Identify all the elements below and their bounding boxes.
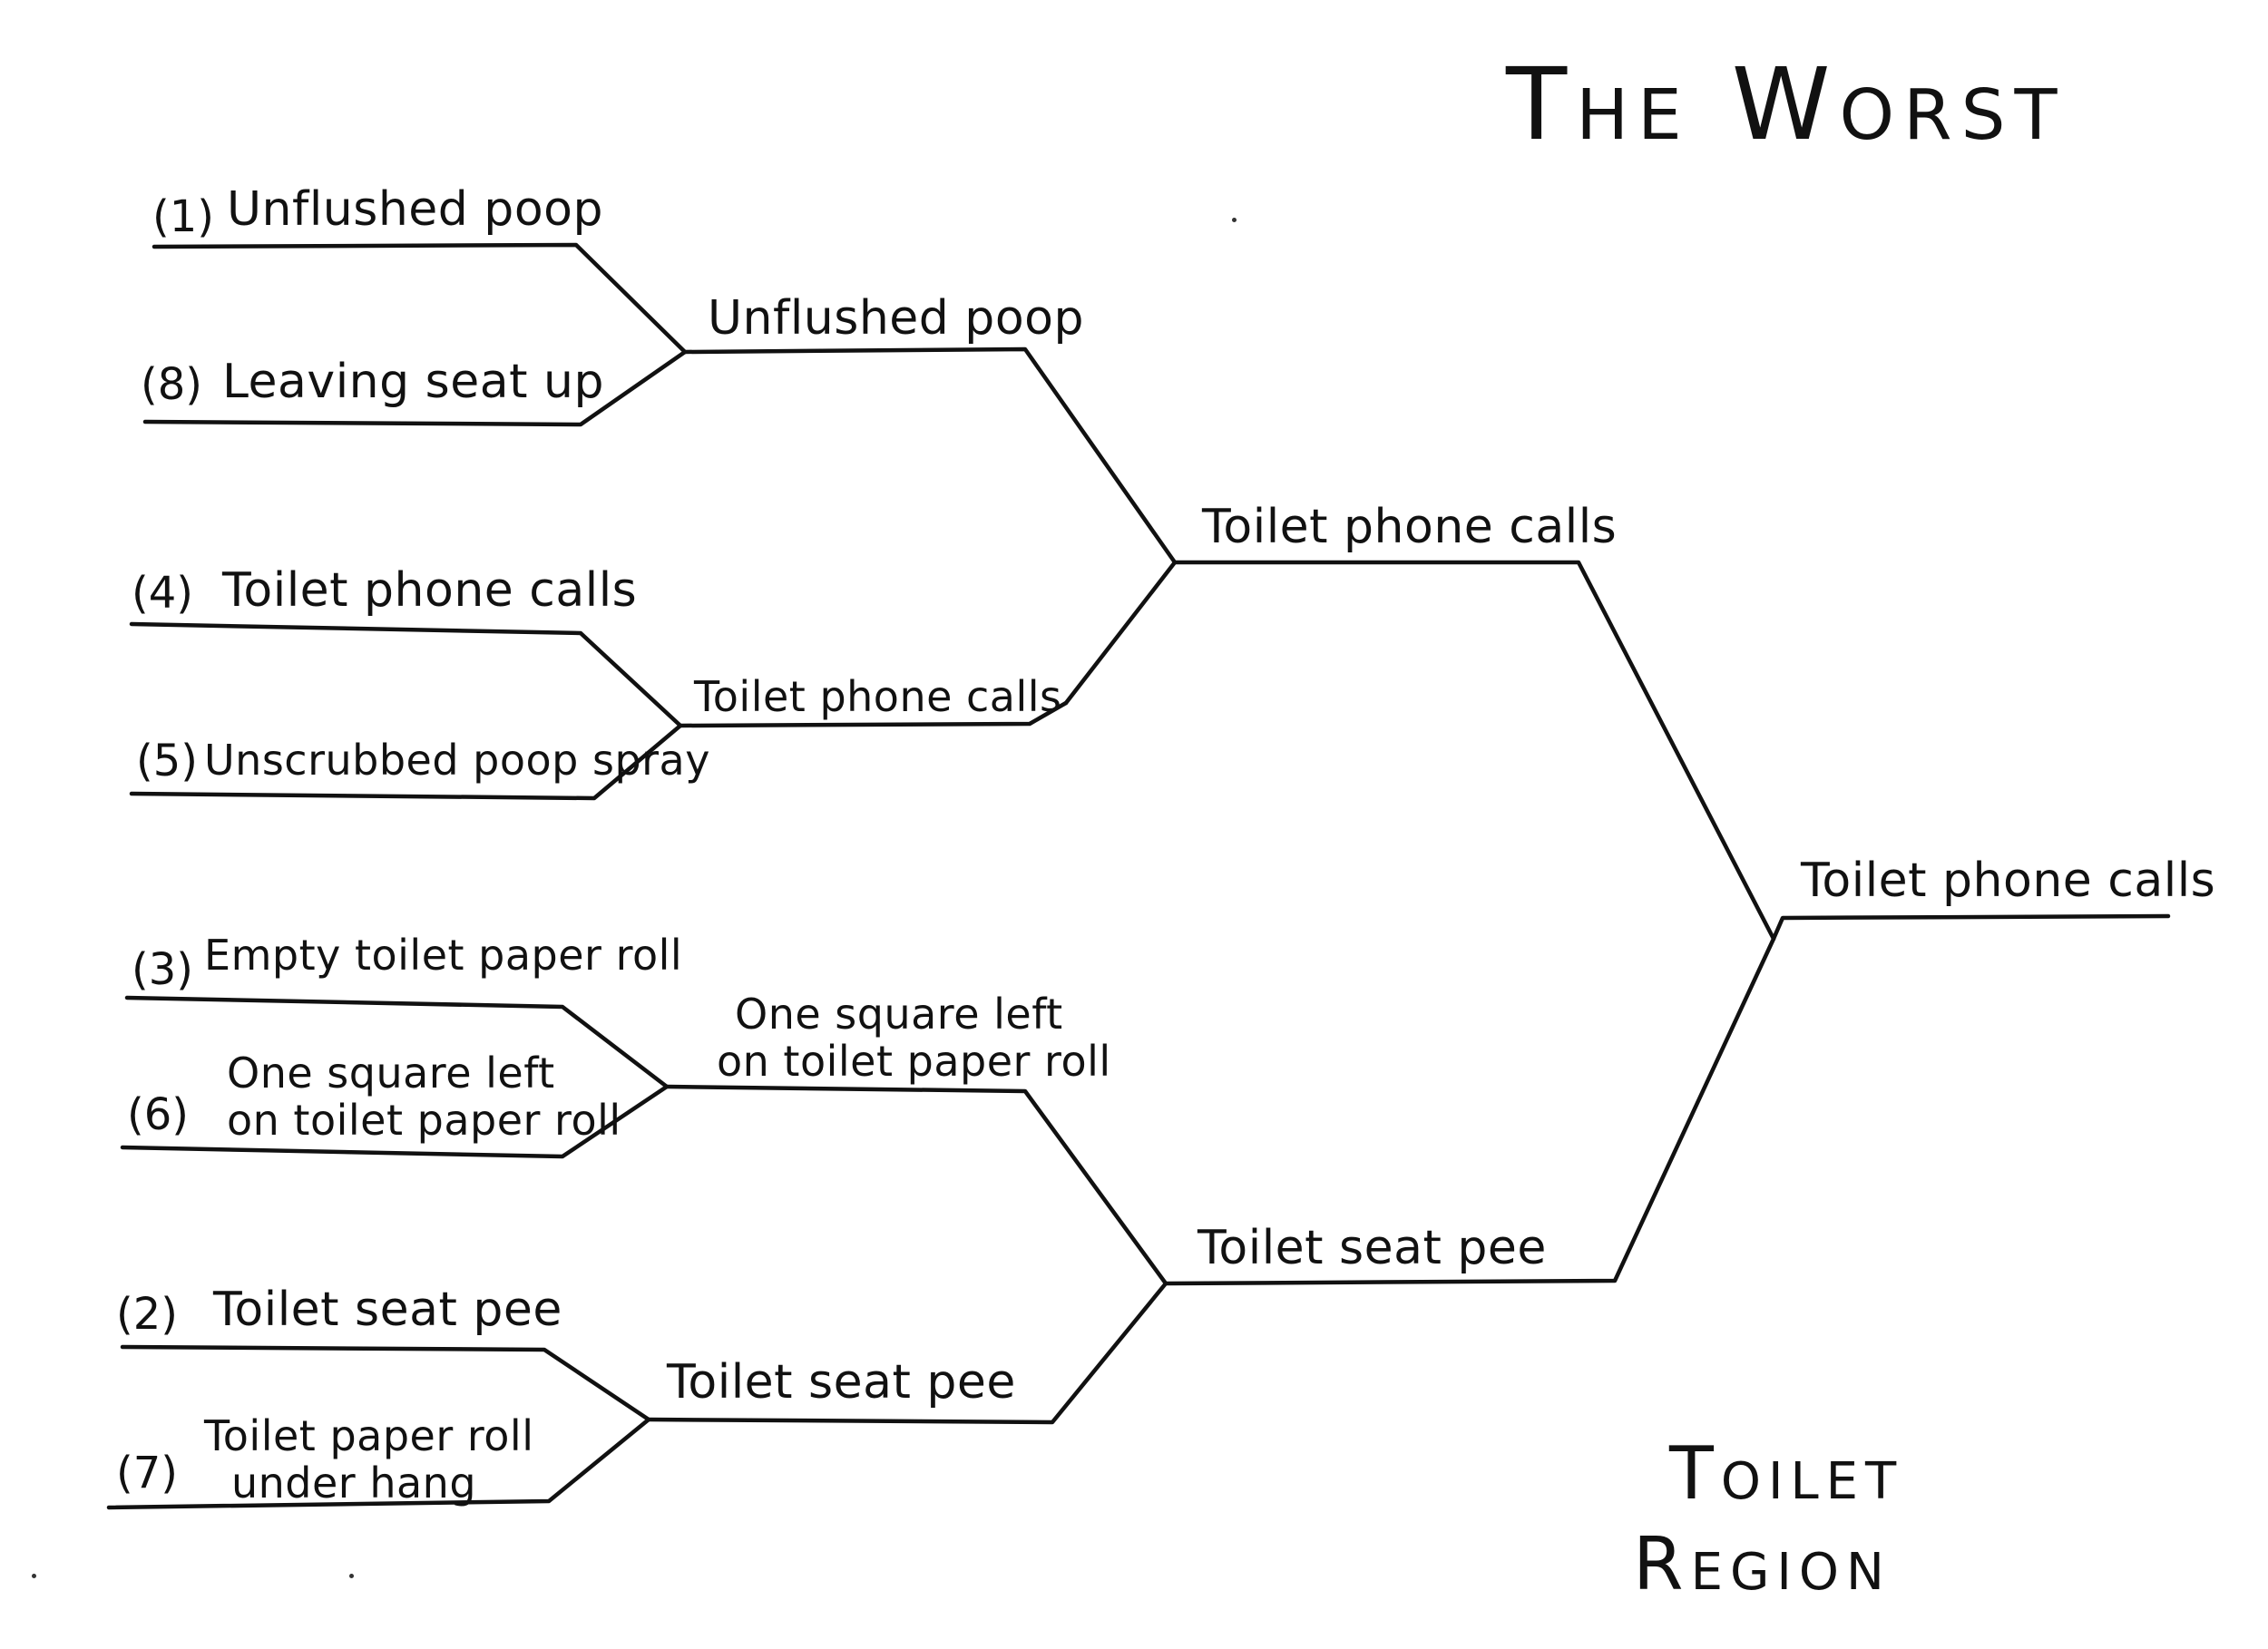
bracket-line-winner [1771,913,2171,942]
bracket-line-r1-slot1 [152,242,688,355]
r2-team-3-line2: on toilet paper roll [717,1037,1111,1086]
region-label-line2: Region [1633,1522,1892,1606]
r3-team-1: Toilet phone calls [1202,500,1618,554]
r1-team-7-line1: Toilet paper roll [204,1411,534,1460]
bracket-line-r2-connector-top [1063,560,1178,706]
bracket-line-r1-slot2 [142,349,688,427]
bracket-line-r2-slot1 [682,346,1178,565]
bracket-line-r2-slot3 [664,1084,1168,1286]
seed-4: (4) [132,568,193,619]
bracket-line-r3-slot2 [1163,936,1776,1286]
r3-team-2: Toilet seat pee [1198,1221,1547,1275]
r1-team-3: Empty toilet paper roll [204,931,683,980]
r1-team-5: Unscrubbed poop spray [204,736,710,785]
r2-team-2: Toilet phone calls [694,672,1062,721]
r1-team-4: Toilet phone calls [222,563,638,618]
seed-7: (7) [116,1448,178,1498]
seed-3: (3) [132,944,193,995]
r2-team-3-line1: One square left [735,990,1063,1039]
r1-team-2: Toilet seat pee [213,1283,562,1337]
winner-team: Toilet phone calls [1801,854,2216,908]
bracket-line-r1-slot4 [129,723,683,801]
bracket-line-r1-slot6 [120,1084,670,1159]
r2-team-4: Toilet seat pee [667,1355,1016,1410]
seed-8: (8) [141,359,202,410]
stray-speck [349,1574,354,1578]
bracket-line-r1-slot5 [124,995,670,1089]
bracket-line-r1-slot3 [129,621,683,728]
stray-speck [32,1574,36,1578]
r1-team-7-line2: under hang [231,1459,477,1508]
seed-2: (2) [116,1289,178,1340]
r1-team-8: Leaving seat up [222,355,604,409]
r1-team-6-line1: One square left [227,1049,555,1098]
seed-1: (1) [152,191,214,242]
seed-6: (6) [127,1089,189,1140]
bracket-line-r2-slot2 [678,700,1069,728]
r2-team-1: Unflushed poop [708,291,1084,346]
r1-team-6-line2: on toilet paper roll [227,1096,621,1145]
bracket-line-r3-slot1 [1172,560,1776,942]
stray-speck [1232,218,1237,222]
bracket-line-r2-slot4 [646,1281,1168,1425]
bracket-line-r1-slot8 [106,1417,651,1510]
bracket-line-r1-slot7 [120,1344,651,1422]
seed-5: (5) [136,736,198,786]
region-label-line1: Toilet [1669,1431,1904,1516]
r1-team-1: Unflushed poop [227,182,603,237]
bracket-title: The Worst [1506,46,2067,162]
